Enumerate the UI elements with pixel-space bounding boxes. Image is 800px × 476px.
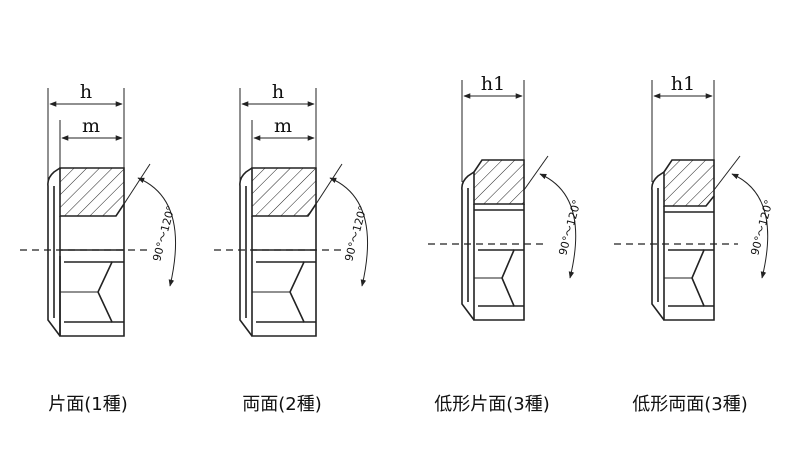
dimension-m-label: m: [274, 115, 292, 137]
figure-single-sided-type1: h m 90°～120° 片面(1種): [20, 81, 178, 415]
nylon-insert-section: [663, 159, 715, 207]
angle-arc: [137, 177, 176, 287]
nylon-insert-section: [251, 167, 317, 217]
dimension-h1-label: h1: [481, 73, 505, 95]
angle-arc: [329, 177, 368, 287]
figure-low-double-sided-type3: h1 90°～120° 低形両面(3種): [614, 73, 776, 415]
angle-arc: [539, 173, 577, 279]
figure-low-single-sided-type3: h1 90°～120° 低形片面(3種): [428, 73, 584, 415]
nylon-insert-section: [473, 159, 525, 205]
angle-arc: [731, 173, 769, 279]
dimension-h-label: h: [80, 81, 92, 103]
angle-label: 90°～120°: [748, 198, 775, 256]
nylon-insert-section: [59, 167, 125, 217]
caption-type2: 両面(2種): [242, 394, 322, 415]
angle-label: 90°～120°: [342, 204, 369, 262]
caption-type1: 片面(1種): [48, 394, 128, 415]
angle-label: 90°～120°: [150, 204, 177, 262]
dimension-h-label: h: [272, 81, 284, 103]
dimension-m-label: m: [82, 115, 100, 137]
caption-type3-low-single: 低形片面(3種): [434, 394, 550, 415]
angle-label: 90°～120°: [556, 198, 583, 256]
figure-double-sided-type2: h m 90°～120° 両面(2種): [214, 81, 370, 415]
caption-type3-low-double: 低形両面(3種): [632, 394, 748, 415]
dimension-h1-label: h1: [671, 73, 695, 95]
